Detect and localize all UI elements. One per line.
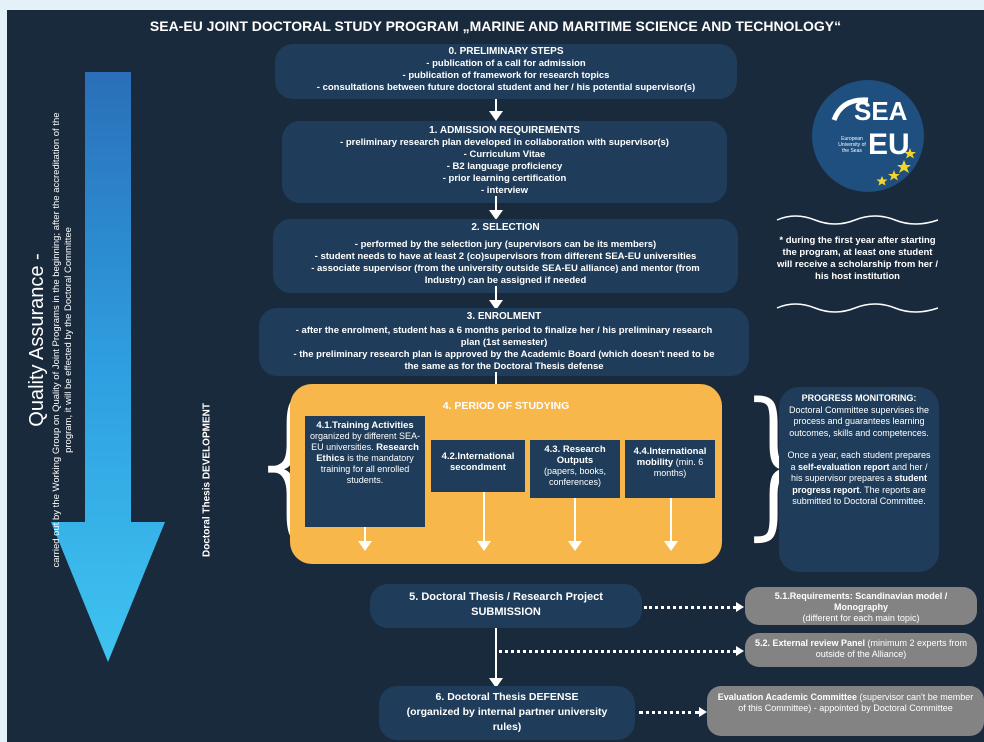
step-3-title: 3. ENROLMENT bbox=[466, 311, 542, 322]
step-1-line: - B2 language proficiency bbox=[446, 161, 563, 172]
step-0-line: - publication of a call for admission bbox=[426, 58, 586, 69]
wave-bottom bbox=[776, 303, 939, 313]
step-1-admission: 1. ADMISSION REQUIREMENTS - preliminary … bbox=[282, 121, 727, 203]
dotted-arrow-6 bbox=[639, 707, 707, 717]
step-5-line-2: SUBMISSION bbox=[471, 606, 541, 618]
arrow-0-1 bbox=[489, 99, 503, 121]
arrow-outputs bbox=[568, 498, 582, 551]
step-0-line: - publication of framework for research … bbox=[402, 70, 610, 81]
step-0-title: 0. PRELIMINARY STEPS bbox=[448, 46, 564, 57]
step-3-line: the same as for the Doctoral Thesis defe… bbox=[404, 361, 604, 372]
sea-eu-logo: SEA EU European University of the Seas bbox=[812, 80, 924, 192]
step-1-line: - prior learning certification bbox=[442, 173, 567, 184]
step-3-enrolment: 3. ENROLMENT - after the enrolment, stud… bbox=[259, 308, 749, 376]
arrow-secondment bbox=[477, 492, 491, 551]
arrow-training bbox=[358, 527, 372, 551]
research-ethics-label: Research Ethics bbox=[316, 442, 419, 464]
evaluation-committee-title: Evaluation Academic Committee bbox=[717, 692, 857, 702]
external-review-text: (minimum 2 experts from outside of the A… bbox=[815, 638, 968, 659]
step-2-line: - associate supervisor (from the univers… bbox=[311, 263, 700, 274]
quality-assurance-description: carried out by the Working Group on Qual… bbox=[51, 112, 74, 568]
quality-assurance-arrow bbox=[51, 72, 165, 662]
external-review-title: 5.2. External review Panel bbox=[754, 638, 865, 648]
scholarship-note: * during the first year after starting t… bbox=[776, 235, 939, 282]
step-2-title: 2. SELECTION bbox=[471, 222, 540, 233]
dotted-arrow-5-2 bbox=[499, 646, 744, 656]
progress-text-c: and her / his supervisor prepares a bbox=[790, 461, 928, 484]
step-3-line: - the preliminary research plan is appro… bbox=[293, 349, 715, 360]
step-1-line: - preliminary research plan developed in… bbox=[340, 137, 669, 148]
development-label-text: Doctoral Thesis DEVELOPMENT bbox=[201, 403, 213, 557]
step-3-line: plan (1st semester) bbox=[460, 337, 548, 348]
logo-eu: EU bbox=[868, 128, 910, 161]
wave-top bbox=[776, 215, 939, 225]
diagram-title: SEA-EU JOINT DOCTORAL STUDY PROGRAM „MAR… bbox=[149, 18, 842, 34]
step-1-line: - Curriculum Vitae bbox=[463, 149, 546, 160]
step-2-selection: 2. SELECTION - performed by the selectio… bbox=[273, 219, 738, 293]
dotted-arrow-5-1 bbox=[644, 602, 744, 612]
step-0-preliminary: 0. PRELIMINARY STEPS - publication of a … bbox=[275, 44, 737, 99]
self-evaluation-report-label: self-evaluation report bbox=[797, 461, 890, 472]
step-6-defense: 6. Doctoral Thesis DEFENSE (organized by… bbox=[379, 686, 635, 740]
evaluation-committee-text: (supervisor can't be member of this Comm… bbox=[738, 692, 974, 713]
external-review-box: 5.2. External review Panel (minimum 2 ex… bbox=[745, 633, 977, 667]
step-1-title: 1. ADMISSION REQUIREMENTS bbox=[429, 125, 580, 136]
arrow-2-3 bbox=[489, 286, 503, 310]
wave-icon bbox=[831, 97, 916, 186]
mobility-text: (min. 6 months) bbox=[653, 457, 704, 478]
step-5-submission: 5. Doctoral Thesis / Research Project SU… bbox=[370, 584, 642, 628]
progress-text-a: Once a year, each student prepares a bbox=[787, 450, 931, 472]
progress-paragraph-2: Once a year, each student prepares a sel… bbox=[785, 450, 933, 508]
progress-monitoring-box: PROGRESS MONITORING: Doctoral Committee … bbox=[779, 387, 939, 572]
step-6-line-3: rules) bbox=[492, 721, 522, 733]
progress-text-e: . The reports are submitted to Doctoral … bbox=[792, 484, 926, 507]
research-outputs-title: 4.3. Research Outputs bbox=[544, 444, 606, 466]
arrow-1-2 bbox=[489, 196, 503, 220]
period-title: 4. PERIOD OF STUDYING bbox=[442, 400, 570, 412]
step-6-line-2: (organized by internal partner universit… bbox=[406, 706, 608, 718]
step-1-line: - interview bbox=[481, 185, 528, 196]
step-5-line-1: 5. Doctoral Thesis / Research Project bbox=[409, 591, 603, 603]
step-2-line: - student needs to have at least 2 (co)s… bbox=[314, 251, 697, 262]
step-2-line: Industry) can be assigned if needed bbox=[424, 275, 587, 286]
quality-assurance-title: Quality Assurance - bbox=[26, 253, 48, 427]
arrow-mobility bbox=[664, 498, 678, 551]
development-label: Doctoral Thesis DEVELOPMENT bbox=[199, 380, 215, 580]
student-progress-report-label: student progress report bbox=[792, 473, 928, 495]
step-0-line: - consultations between future doctoral … bbox=[316, 82, 696, 93]
evaluation-committee-box: Evaluation Academic Committee (superviso… bbox=[707, 686, 984, 736]
international-mobility-box: 4.4.International mobility (min. 6 month… bbox=[625, 440, 715, 498]
research-outputs-text: (papers, books, conferences) bbox=[543, 466, 607, 487]
international-secondment-box: 4.2.International secondment bbox=[431, 440, 525, 492]
requirements-note: (different for each main topic) bbox=[802, 613, 920, 623]
requirements-monography: Monography bbox=[834, 602, 888, 612]
training-title: 4.1.Training Activities bbox=[316, 420, 414, 431]
training-activities-box: 4.1.Training Activities organized by dif… bbox=[305, 416, 425, 527]
quality-assurance-text: Quality Assurance - carried out by the W… bbox=[26, 105, 96, 575]
requirements-title: 5.1.Requirements: Scandinavian model / bbox=[774, 591, 948, 601]
logo-sea: SEA bbox=[854, 96, 908, 126]
mobility-title: 4.4.International mobility bbox=[633, 446, 707, 468]
diagram-canvas: SEA-EU JOINT DOCTORAL STUDY PROGRAM „MAR… bbox=[7, 10, 984, 742]
step-2-line: - performed by the selection jury (super… bbox=[354, 239, 657, 250]
training-text: organized by different SEA-EU universiti… bbox=[310, 431, 420, 452]
step-6-line-1: 6. Doctoral Thesis DEFENSE bbox=[435, 691, 579, 703]
research-outputs-box: 4.3. Research Outputs (papers, books, co… bbox=[530, 440, 620, 498]
progress-title: PROGRESS MONITORING: bbox=[801, 393, 917, 403]
requirements-box: 5.1.Requirements: Scandinavian model / M… bbox=[745, 587, 977, 625]
secondment-title: 4.2.International secondment bbox=[441, 451, 515, 473]
logo-small-text: European University of the Seas bbox=[838, 136, 866, 154]
training-text-2: is the mandatory training for all enroll… bbox=[320, 453, 414, 485]
progress-paragraph-1: Doctoral Committee supervises the proces… bbox=[788, 404, 930, 438]
arrow-5-6 bbox=[489, 628, 503, 688]
step-3-line: - after the enrolment, student has a 6 m… bbox=[295, 325, 713, 336]
